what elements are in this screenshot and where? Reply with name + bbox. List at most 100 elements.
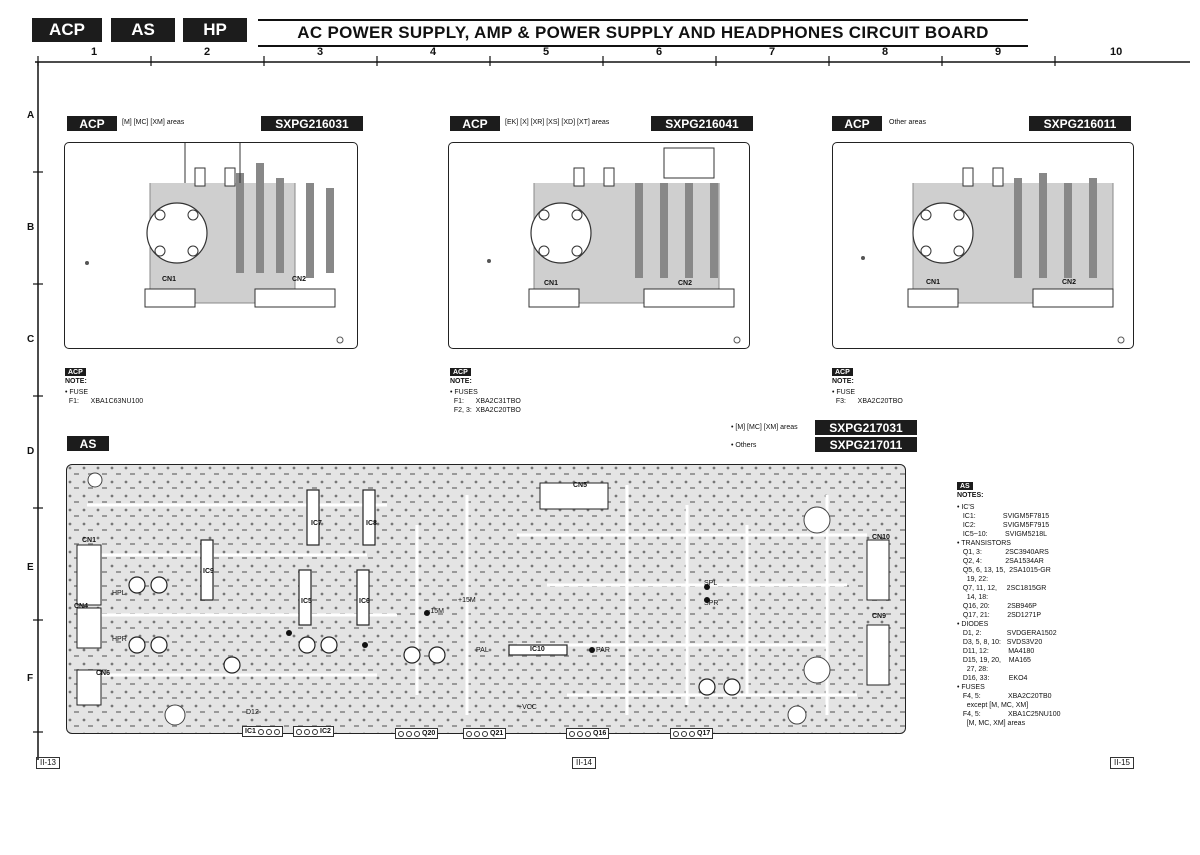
transistor-q20: Q20 <box>395 728 439 739</box>
acp-areas-label: [EK] [X] [XR] [XS] [XD] [XT] areas <box>505 119 610 126</box>
as-note-line: Q5, 6, 13, 15, 2SA1015-GR <box>957 567 1051 574</box>
as-note-line: 19, 22: <box>957 576 989 583</box>
as-misc-label: +15M <box>458 597 476 604</box>
as-misc-label: SPL <box>704 580 718 587</box>
page-number: II-14 <box>572 757 597 769</box>
as-note-line: D1, 2: SVDGERA1502 <box>957 630 1057 637</box>
as-misc-label: D12 <box>246 709 259 716</box>
acp-note-line: • FUSE <box>65 389 89 396</box>
as-note-line: [M, MC, XM] areas <box>957 720 1026 727</box>
as-connector-label: CN9 <box>872 613 887 620</box>
as-part-number: SXPG217011 <box>815 437 917 452</box>
as-note-line: F4, 5: XBA1C25NU100 <box>957 711 1061 718</box>
as-notes-tag: AS <box>957 482 973 490</box>
column-number: 7 <box>769 46 776 58</box>
as-ic-label: IC10 <box>530 646 545 653</box>
regulator-ic2: IC2 <box>293 726 334 737</box>
as-note-line: • FUSES <box>957 684 985 691</box>
page-number: II-13 <box>36 757 61 769</box>
acp-areas-label: Other areas <box>889 119 926 126</box>
acp-board-2 <box>448 142 750 349</box>
header-tag-as: AS <box>111 18 175 42</box>
row-letter: D <box>27 446 35 457</box>
as-circuit-board <box>66 464 906 734</box>
acp-note-tag: ACP <box>832 368 853 376</box>
as-note-line: Q1, 3: 2SC3940ARS <box>957 549 1049 556</box>
as-note-line: except [M, MC, XM] <box>957 702 1029 709</box>
as-note-line: • DIODES <box>957 621 989 628</box>
acp-cn1-label: CN1 <box>162 276 177 283</box>
acp-part-number: SXPG216011 <box>1029 116 1131 131</box>
as-ic-label: IC5 <box>301 598 312 605</box>
as-notes-title: NOTES: <box>957 492 984 499</box>
as-connector-label: CN5 <box>573 482 588 489</box>
as-note-line: IC1: SVIGM5F7815 <box>957 513 1050 520</box>
acp-cn2-label: CN2 <box>678 280 693 287</box>
as-note-line: F4, 5: XBA2C20TB0 <box>957 693 1052 700</box>
as-connector-label: CN10 <box>872 534 890 541</box>
as-note-line: • IC'S <box>957 504 975 511</box>
column-number: 10 <box>1110 46 1123 58</box>
as-note-line: Q17, 21: 2SD1271P <box>957 612 1042 619</box>
acp-part-number: SXPG216031 <box>261 116 363 131</box>
as-ic-label: IC6 <box>359 598 370 605</box>
column-number: 1 <box>91 46 98 58</box>
acp-note-tag: ACP <box>65 368 86 376</box>
acp-part-number: SXPG216041 <box>651 116 753 131</box>
as-tag: AS <box>67 436 109 451</box>
as-connector-label: CN1 <box>82 537 97 544</box>
acp-tag: ACP <box>67 116 117 131</box>
as-misc-label: HPR <box>112 636 127 643</box>
as-note-line: Q7, 11, 12, 2SC1815GR <box>957 585 1047 592</box>
as-note-line: D16, 33: EKO4 <box>957 675 1028 682</box>
column-number: 3 <box>317 46 324 58</box>
acp-board-1-traces <box>85 143 344 344</box>
column-number: 2 <box>204 46 211 58</box>
page-number: II-15 <box>1110 757 1135 769</box>
acp-areas-label: [M] [MC] [XM] areas <box>122 119 185 126</box>
as-note-line: D3, 5, 8, 10: SVDS3V20 <box>957 639 1043 646</box>
column-number: 6 <box>656 46 663 58</box>
acp-board-1 <box>64 142 358 349</box>
as-variant-label: • Others <box>731 442 757 449</box>
transistor-q21: Q21 <box>463 728 507 739</box>
acp-board-2-traces <box>487 147 741 344</box>
row-letter: E <box>27 562 34 573</box>
acp-board-3-traces <box>861 167 1125 344</box>
as-ic-label: IC9 <box>203 568 214 575</box>
as-misc-label: +VCC <box>518 704 537 711</box>
header-tag-hp: HP <box>183 18 247 42</box>
as-note-line: D15, 19, 20, MA165 <box>957 657 1031 664</box>
row-letter: B <box>27 222 35 233</box>
row-letter: A <box>27 110 35 121</box>
page-title: AC POWER SUPPLY, AMP & POWER SUPPLY AND … <box>258 19 1028 47</box>
acp-note-title: NOTE: <box>450 378 472 385</box>
acp-board-3 <box>832 142 1134 349</box>
as-connector-label: CN6 <box>96 670 111 677</box>
as-note-line: Q2, 4: 2SA1534AR <box>957 558 1044 565</box>
transistor-q16: Q16 <box>566 728 610 739</box>
acp-note-line: F2, 3: XBA2C20TBO <box>450 407 521 414</box>
acp-tag: ACP <box>450 116 500 131</box>
as-part-number: SXPG217031 <box>815 420 917 435</box>
as-misc-label: -15M <box>428 608 444 615</box>
column-number: 9 <box>995 46 1002 58</box>
as-ic-label: IC8 <box>366 520 377 527</box>
row-letter: C <box>27 334 35 345</box>
acp-cn1-label: CN1 <box>544 280 559 287</box>
as-variant-label: • [M] [MC] [XM] areas <box>731 424 798 431</box>
as-misc-label: PAL <box>476 647 489 654</box>
as-misc-label: PAR <box>596 647 610 654</box>
acp-note-tag: ACP <box>450 368 471 376</box>
as-note-line: IC2: SVIGM5F7915 <box>957 522 1050 529</box>
regulator-ic1: IC1 <box>242 726 283 737</box>
acp-note-title: NOTE: <box>65 378 87 385</box>
as-board-traces <box>67 465 905 733</box>
as-note-line: 14, 18: <box>957 594 989 601</box>
acp-note-line: F1: XBA1C63NU100 <box>65 398 144 405</box>
acp-cn2-label: CN2 <box>292 276 307 283</box>
as-misc-label: SPR <box>704 600 719 607</box>
as-note-line: Q16, 20: 2SB946P <box>957 603 1037 610</box>
acp-note-line: F1: XBA2C31TBO <box>450 398 521 405</box>
